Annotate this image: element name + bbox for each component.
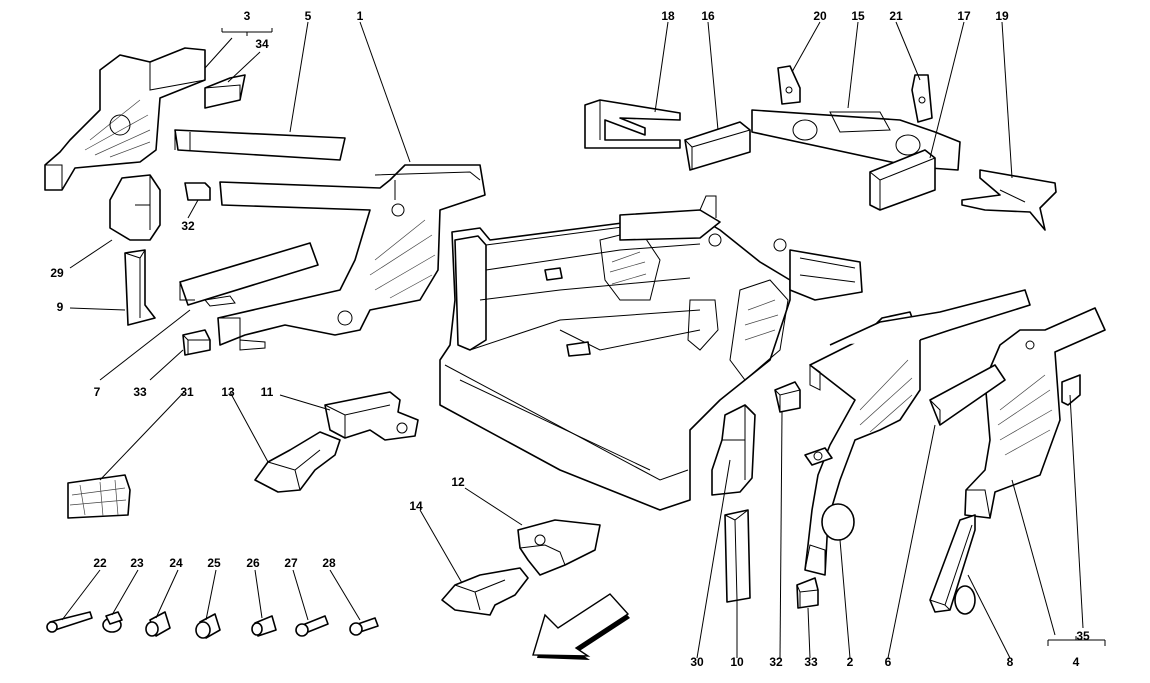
callout-16: 16 (701, 9, 715, 23)
callout-12: 12 (451, 475, 465, 489)
part-19-frame (961, 169, 1057, 231)
part-13-bracket (254, 431, 341, 493)
part-20-plate (777, 65, 801, 105)
part-33-small-block-left (182, 329, 211, 356)
part-32-small-block-right (774, 381, 801, 413)
part-9-vertical-tube (124, 249, 156, 326)
part-7-square-tube (179, 242, 319, 307)
part-17-box (869, 149, 936, 211)
callout-22: 22 (93, 556, 107, 570)
fastener-24-bushing (145, 611, 171, 637)
part-30-bracket (711, 404, 756, 496)
callout-1: 1 (357, 9, 364, 23)
callout-29: 29 (50, 266, 64, 280)
callout-34: 34 (255, 37, 269, 51)
part-34-small-wedge (204, 74, 246, 109)
part-33-small-block-right (796, 577, 819, 609)
callout-15: 15 (851, 9, 865, 23)
part-35-small-wedge (1061, 374, 1081, 406)
part-8-tube (929, 514, 976, 615)
direction-arrow (532, 593, 630, 660)
callout-5: 5 (305, 9, 312, 23)
fastener-23-nut (102, 611, 123, 633)
callout-17: 17 (957, 9, 971, 23)
part-15-crossmember (751, 109, 961, 171)
central-chassis-frame (439, 195, 863, 511)
callout-28: 28 (322, 556, 336, 570)
part-6-tube (929, 364, 1006, 426)
leader-lines (61, 21, 1106, 659)
callout-2: 2 (847, 655, 854, 669)
callout-20: 20 (813, 9, 827, 23)
callout-13: 13 (221, 385, 235, 399)
fastener-28-bolt (349, 617, 379, 636)
callout-8: 8 (1007, 655, 1014, 669)
fastener-22-rivet (46, 611, 93, 633)
part-16-box (684, 121, 751, 171)
callout-35: 35 (1076, 629, 1090, 643)
callout-26: 26 (246, 556, 260, 570)
part-18-crossbrace (584, 99, 681, 149)
part-11-bracket (324, 391, 419, 441)
callout-19: 19 (995, 9, 1009, 23)
callout-27: 27 (284, 556, 298, 570)
part-3-rear-left-arm (44, 47, 206, 191)
callout-30: 30 (690, 655, 704, 669)
callout-32-left: 32 (181, 219, 195, 233)
callout-18: 18 (661, 9, 675, 23)
fastener-25-bushing (195, 613, 221, 639)
part-4-right-arm (964, 307, 1106, 519)
callout-31: 31 (180, 385, 194, 399)
callout-9: 9 (57, 300, 64, 314)
part-14-bracket (441, 567, 529, 616)
callout-21: 21 (889, 9, 903, 23)
part-1-left-side-frame (217, 164, 486, 351)
callout-32-right: 32 (769, 655, 783, 669)
callout-24: 24 (169, 556, 183, 570)
callout-4: 4 (1073, 655, 1080, 669)
callout-3: 3 (244, 9, 251, 23)
callout-labels: 1 3 5 34 32 29 9 7 33 31 13 11 12 14 22 … (50, 9, 1090, 669)
callout-6: 6 (885, 655, 892, 669)
fastener-26-bolt (251, 615, 277, 637)
callout-33-right: 33 (804, 655, 818, 669)
part-32-small-block-left (184, 182, 211, 201)
callout-14: 14 (409, 499, 423, 513)
callout-7: 7 (94, 385, 101, 399)
part-10-vertical-tube (724, 509, 751, 603)
part-12-bracket (517, 519, 601, 576)
callout-33-left: 33 (133, 385, 147, 399)
part-21-plate (911, 74, 933, 123)
callout-25: 25 (207, 556, 221, 570)
part-2-right-side-frame (804, 289, 1031, 576)
part-29-bracket (109, 174, 161, 241)
callout-11: 11 (261, 385, 274, 399)
part-5-long-tube (174, 129, 346, 161)
callout-23: 23 (130, 556, 144, 570)
part-31-foam-block (67, 474, 131, 519)
fastener-27-bolt (295, 615, 329, 637)
callout-10: 10 (730, 655, 744, 669)
